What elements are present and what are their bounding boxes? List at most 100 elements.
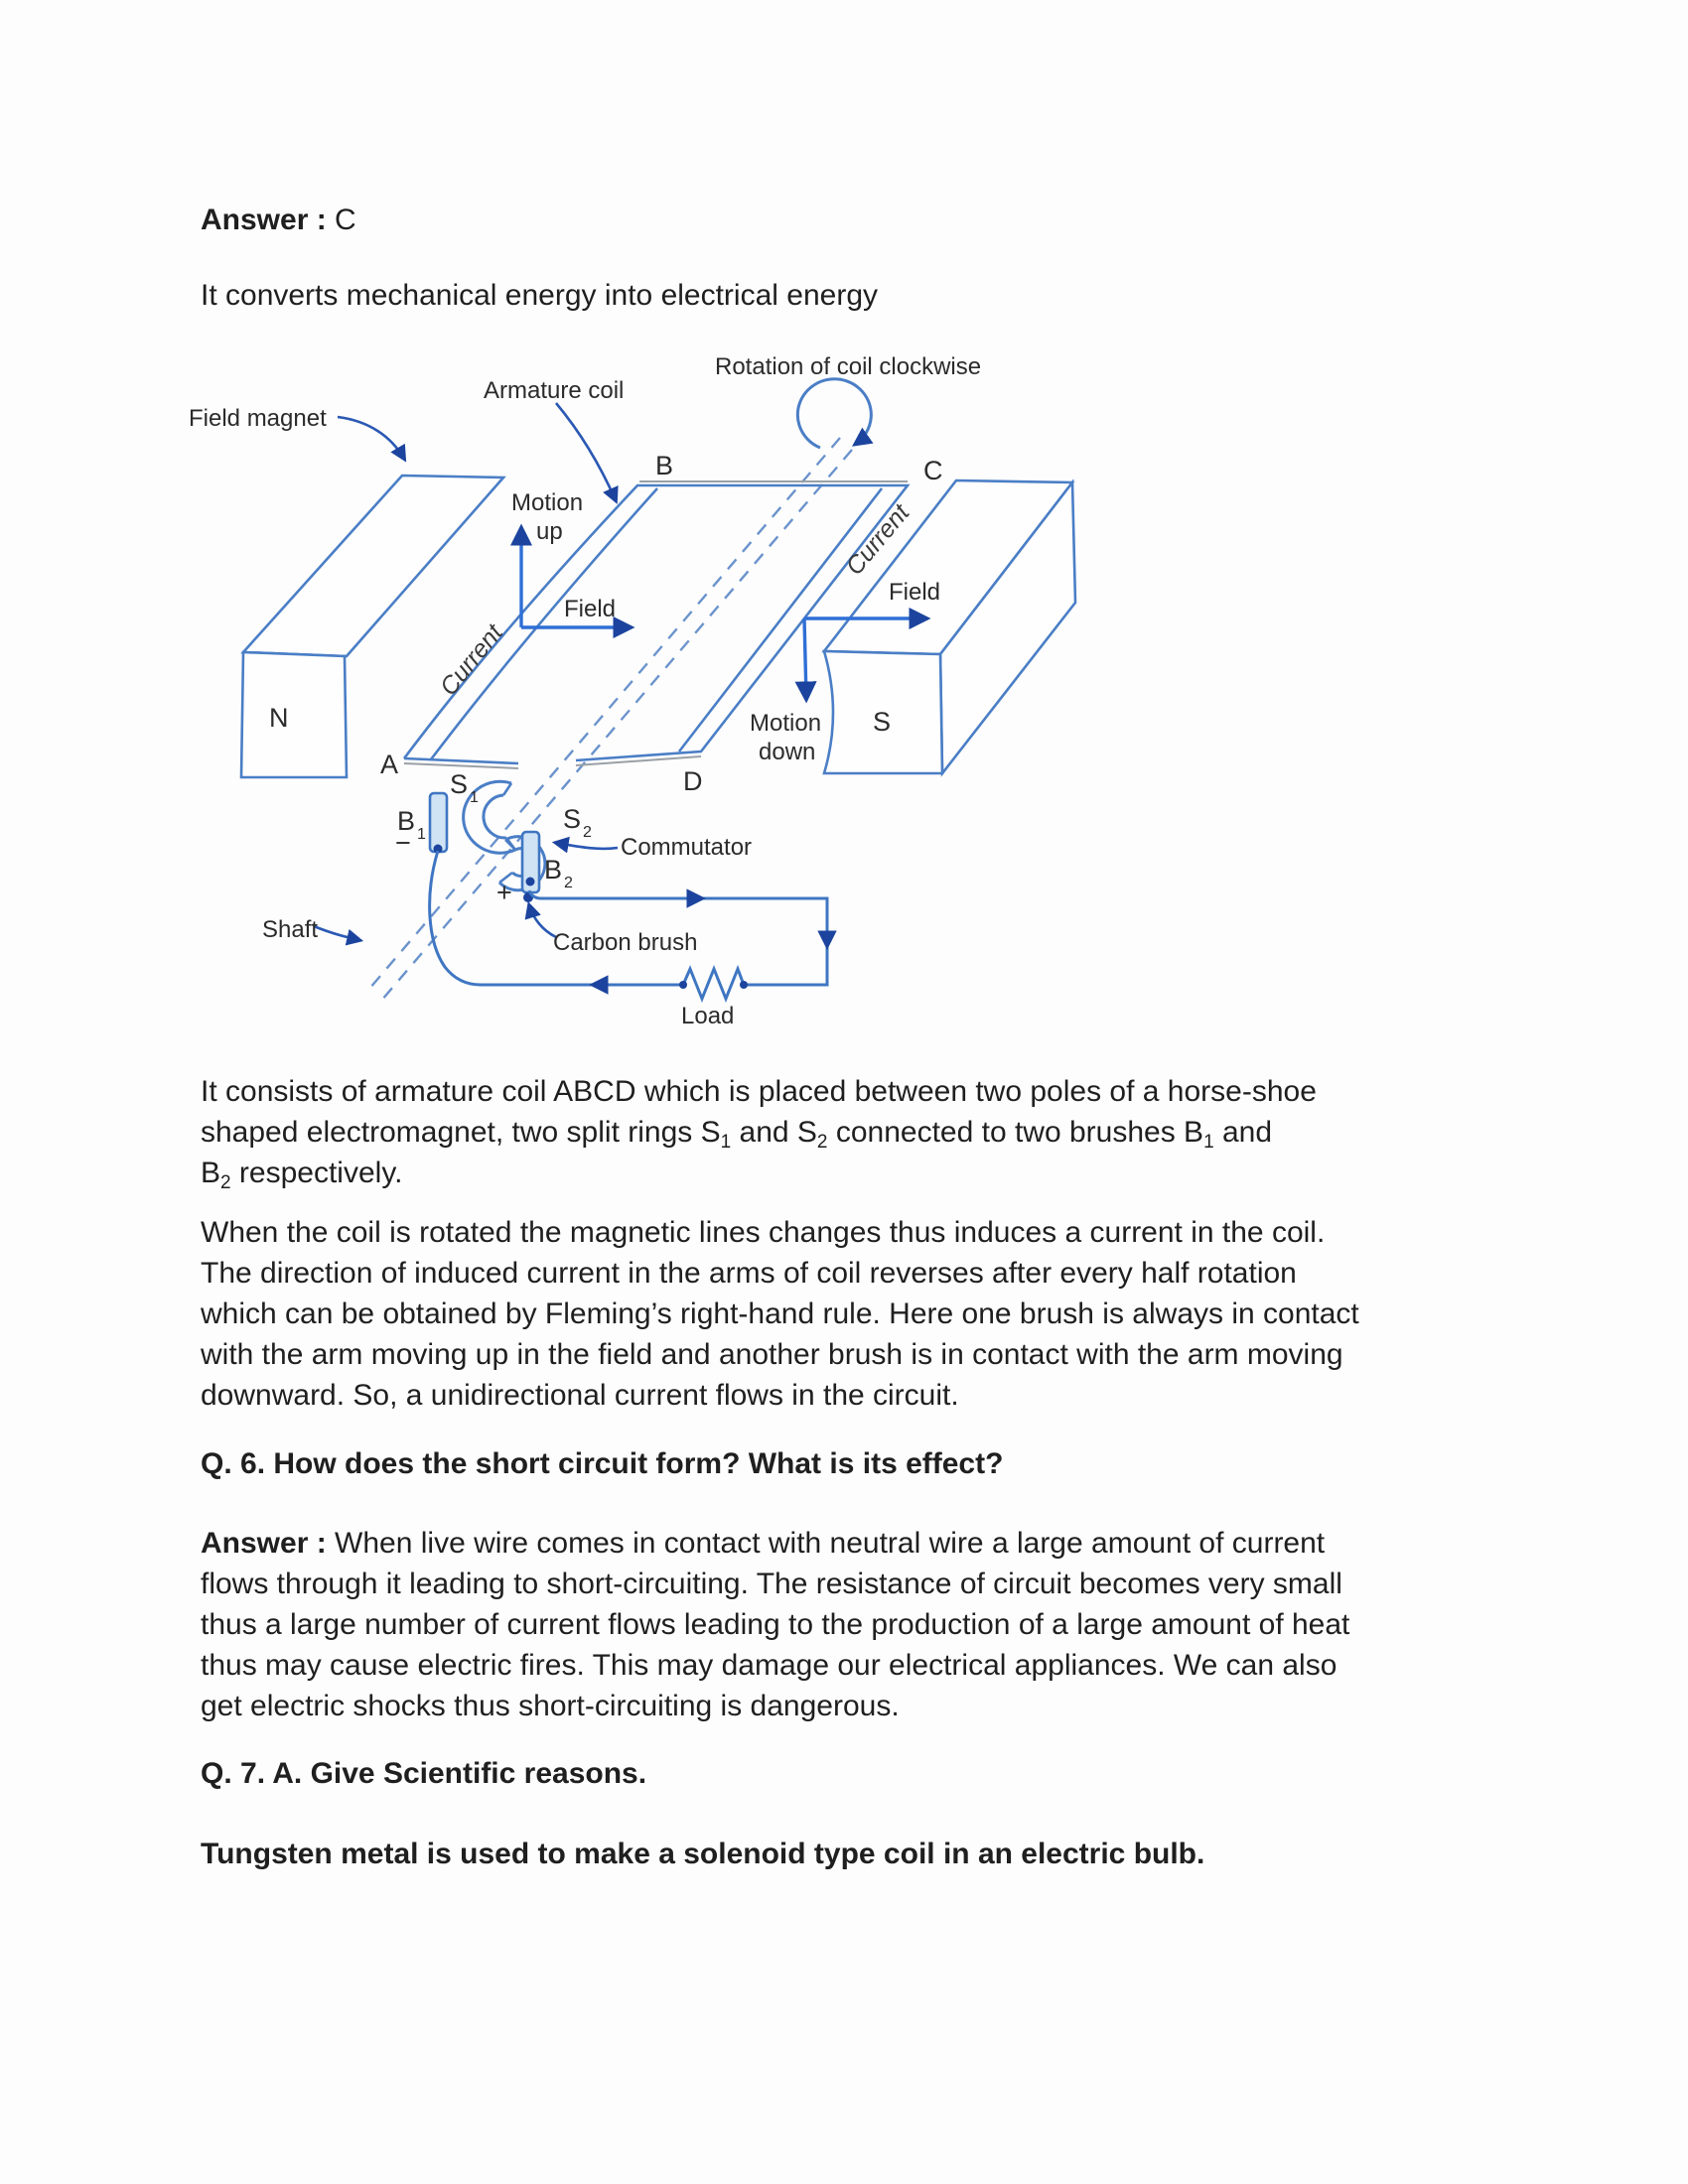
field-left-label: Field bbox=[564, 596, 616, 622]
text-run: 1 bbox=[1203, 1132, 1214, 1153]
para-construction: It consists of armature coil ABCD which … bbox=[201, 1071, 1317, 1193]
text-run: thus a large number of current flows lea… bbox=[201, 1608, 1350, 1641]
text-run: C bbox=[335, 204, 356, 236]
text-run: 2 bbox=[220, 1172, 231, 1193]
text-run: respectively. bbox=[230, 1157, 403, 1189]
brush-b1-label: B bbox=[397, 806, 415, 836]
ring-s2-label: S bbox=[563, 804, 581, 834]
field-right-label: Field bbox=[889, 579, 940, 606]
down-label: down bbox=[759, 739, 815, 765]
corner-a-label: A bbox=[380, 750, 398, 779]
intro-line: It converts mechanical energy into elect… bbox=[201, 275, 878, 316]
text-line: get electric shocks thus short-circuitin… bbox=[201, 1686, 1349, 1726]
text-run: flows through it leading to short-circui… bbox=[201, 1568, 1342, 1600]
text-run: shaped electromagnet, two split rings S bbox=[201, 1116, 721, 1149]
north-pole-magnet: N bbox=[239, 474, 506, 779]
text-run: 1 bbox=[720, 1132, 732, 1153]
text-run: When the coil is rotated the magnetic li… bbox=[201, 1216, 1326, 1249]
text-run: with the arm moving up in the field and … bbox=[201, 1338, 1343, 1371]
brush-b1 bbox=[428, 791, 449, 854]
ring-s1-sub: 1 bbox=[470, 789, 479, 806]
commutator-label: Commutator bbox=[621, 834, 752, 861]
shaft-label: Shaft bbox=[262, 916, 318, 943]
brush-b1-sub: 1 bbox=[417, 826, 426, 843]
n-pole-label: N bbox=[269, 703, 289, 733]
carbon-brush-leader bbox=[524, 900, 557, 939]
text-run: B bbox=[201, 1157, 221, 1189]
text-line: Tungsten metal is used to make a solenoi… bbox=[201, 1834, 1204, 1874]
brush-b2-label: B bbox=[544, 855, 562, 885]
para-working: When the coil is rotated the magnetic li… bbox=[201, 1212, 1359, 1416]
shaft-leader bbox=[313, 924, 364, 946]
text-run: Q. 7. A. Give Scientific reasons. bbox=[201, 1757, 647, 1790]
text-run: connected to two brushes B bbox=[827, 1116, 1204, 1149]
text-line: Q. 6. How does the short circuit form? W… bbox=[201, 1443, 1003, 1484]
text-run: 2 bbox=[816, 1132, 828, 1153]
text-run: The direction of induced current in the … bbox=[201, 1257, 1297, 1290]
tungsten-statement: Tungsten metal is used to make a solenoi… bbox=[201, 1834, 1204, 1874]
armature-coil-leader bbox=[555, 402, 619, 504]
text-line: thus a large number of current flows lea… bbox=[201, 1604, 1349, 1645]
commutator-leader bbox=[551, 836, 619, 854]
motion-field-arrows bbox=[509, 523, 931, 704]
armature-coil-label: Armature coil bbox=[484, 377, 624, 404]
up-label: up bbox=[536, 518, 563, 545]
rotation-arrow bbox=[795, 377, 874, 450]
load-circuit bbox=[428, 850, 837, 1004]
text-line: which can be obtained by Fleming’s right… bbox=[201, 1294, 1359, 1334]
answer-c: Answer : C bbox=[201, 200, 356, 240]
field-magnet-leader bbox=[337, 415, 407, 463]
text-line: Answer : When live wire comes in contact… bbox=[201, 1523, 1349, 1564]
corner-c-label: C bbox=[923, 456, 943, 485]
generator-diagram: N S bbox=[189, 353, 1077, 1029]
text-run: downward. So, a unidirectional current f… bbox=[201, 1379, 959, 1412]
text-line: B2 respectively. bbox=[201, 1153, 1317, 1193]
text-run: When live wire comes in contact with neu… bbox=[335, 1527, 1326, 1560]
corner-b-label: B bbox=[655, 451, 673, 480]
current-left-label: Current bbox=[435, 618, 509, 701]
question-6: Q. 6. How does the short circuit form? W… bbox=[201, 1443, 1003, 1484]
label-leaders bbox=[313, 402, 619, 946]
text-run: which can be obtained by Fleming’s right… bbox=[201, 1297, 1359, 1330]
text-line: It converts mechanical energy into elect… bbox=[201, 275, 878, 316]
text-line: with the arm moving up in the field and … bbox=[201, 1334, 1359, 1375]
text-run: Answer : bbox=[201, 1527, 336, 1560]
text-line: The direction of induced current in the … bbox=[201, 1253, 1359, 1294]
text-run: get electric shocks thus short-circuitin… bbox=[201, 1690, 900, 1722]
text-line: shaped electromagnet, two split rings S1… bbox=[201, 1112, 1317, 1153]
text-run: Q. 6. How does the short circuit form? W… bbox=[201, 1447, 1004, 1480]
motion-down-arrow bbox=[794, 617, 817, 704]
text-run: It converts mechanical energy into elect… bbox=[201, 279, 879, 312]
rotation-axis bbox=[368, 437, 853, 1002]
text-line: When the coil is rotated the magnetic li… bbox=[201, 1212, 1359, 1253]
text-line: thus may cause electric fires. This may … bbox=[201, 1645, 1349, 1686]
text-run: It consists of armature coil ABCD which … bbox=[201, 1075, 1317, 1108]
rotation-label: Rotation of coil clockwise bbox=[715, 353, 981, 380]
load-label: Load bbox=[681, 1003, 734, 1029]
motion-down-label: Motion bbox=[750, 710, 821, 737]
question-7: Q. 7. A. Give Scientific reasons. bbox=[201, 1753, 646, 1794]
text-run: Tungsten metal is used to make a solenoi… bbox=[201, 1838, 1205, 1870]
carbon-brushes bbox=[428, 791, 541, 902]
corner-d-label: D bbox=[683, 766, 703, 796]
text-line: flows through it leading to short-circui… bbox=[201, 1564, 1349, 1604]
text-run: thus may cause electric fires. This may … bbox=[201, 1649, 1337, 1682]
text-line: Q. 7. A. Give Scientific reasons. bbox=[201, 1753, 646, 1794]
plus-sign: + bbox=[496, 878, 512, 907]
armature-coil bbox=[402, 480, 911, 769]
text-line: It consists of armature coil ABCD which … bbox=[201, 1071, 1317, 1112]
minus-sign: − bbox=[395, 828, 411, 858]
text-run: and bbox=[1213, 1116, 1273, 1149]
text-line: Answer : C bbox=[201, 200, 356, 240]
text-run: and S bbox=[731, 1116, 817, 1149]
carbon-brush-label: Carbon brush bbox=[553, 929, 697, 956]
answer-6: Answer : When live wire comes in contact… bbox=[201, 1523, 1349, 1726]
brush-b2-sub: 2 bbox=[564, 875, 573, 891]
text-line: downward. So, a unidirectional current f… bbox=[201, 1375, 1359, 1416]
south-pole-magnet: S bbox=[821, 478, 1077, 777]
ring-s2-sub: 2 bbox=[583, 824, 592, 841]
field-magnet-label: Field magnet bbox=[189, 405, 327, 432]
text-run: Answer : bbox=[201, 204, 336, 236]
motion-up-label: Motion bbox=[511, 489, 583, 516]
